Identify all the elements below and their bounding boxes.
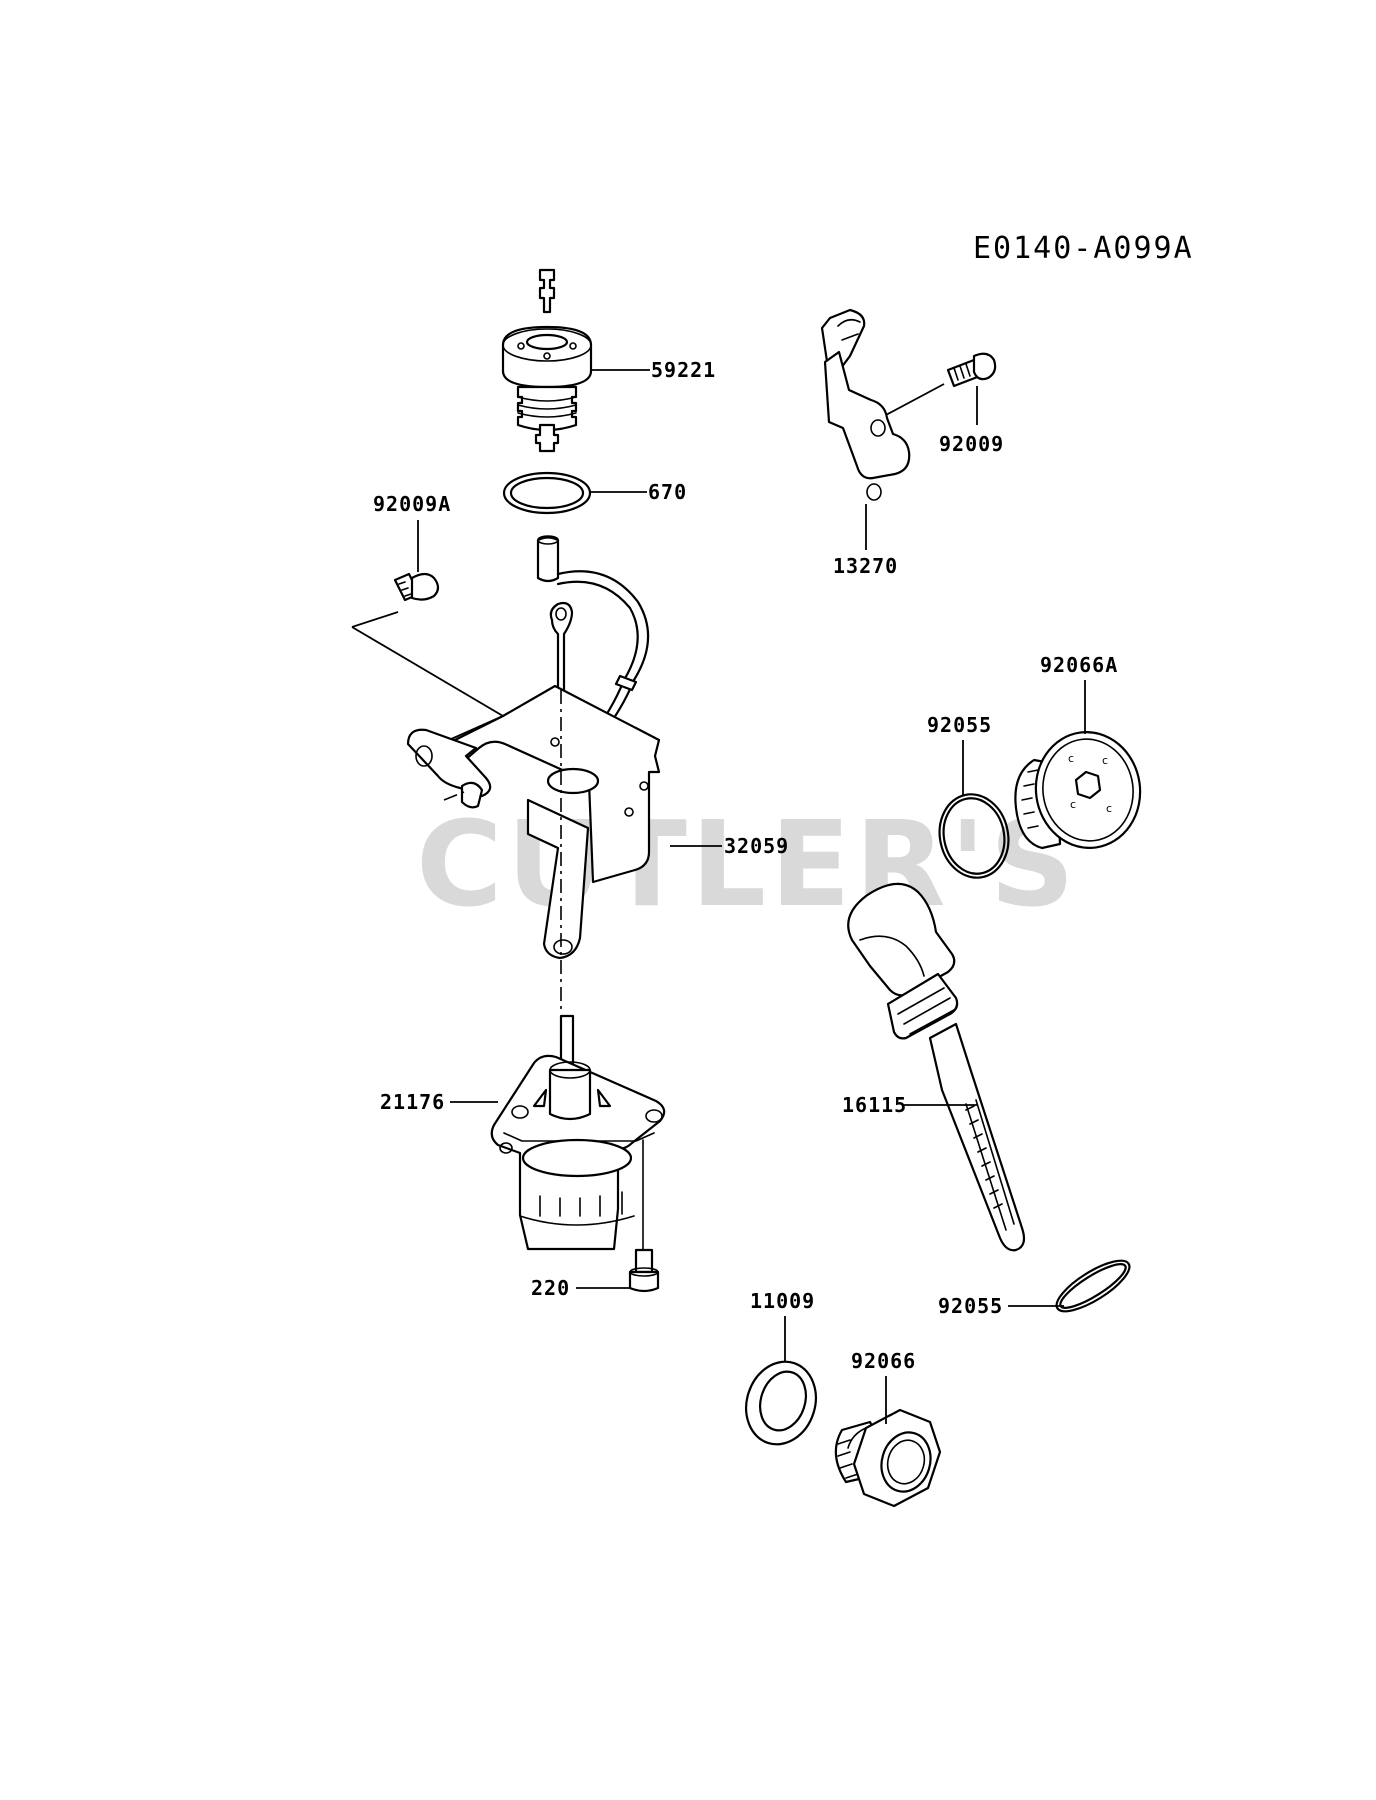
part-670-o-ring [502, 471, 592, 515]
part-220-screw [628, 1139, 660, 1293]
part-92055-o-ring-bottom [1055, 1259, 1131, 1313]
watermark: CUTLER'S [416, 795, 1079, 933]
part-92066A-plug: c c c c [1014, 731, 1142, 850]
part-32059-bracket [406, 684, 661, 960]
part-92009A-bolt [393, 572, 440, 602]
diagram-code: E0140-A099A [973, 231, 1194, 266]
part-label-16115: 16115 [842, 1093, 907, 1117]
part-label-59221: 59221 [651, 358, 716, 382]
leader-92009-ref [883, 383, 945, 417]
part-label-92009: 92009 [939, 432, 1004, 456]
part-92009-screw [946, 352, 997, 388]
part-label-220: 220 [531, 1276, 570, 1300]
part-label-92066A: 92066A [1040, 653, 1118, 677]
part-label-92009A: 92009A [373, 492, 451, 516]
part-13270-plate [820, 308, 911, 501]
part-label-92055-bottom: 92055 [938, 1294, 1003, 1318]
part-11009-washer [745, 1360, 817, 1446]
part-92055-o-ring-top [938, 793, 1010, 879]
part-label-11009: 11009 [750, 1289, 815, 1313]
svg-text:c: c [1068, 752, 1074, 765]
link-ring [549, 601, 574, 694]
part-92066-drain-plug [834, 1408, 942, 1508]
leader-92009A-ref [351, 611, 505, 745]
part-21176-sensor [490, 1014, 666, 1251]
svg-text:c: c [1102, 754, 1108, 767]
part-59221-fitting [501, 268, 593, 453]
part-16115-dipstick [847, 882, 1026, 1252]
part-label-92055-top: 92055 [927, 713, 992, 737]
svg-text:c: c [1106, 802, 1112, 815]
part-label-13270: 13270 [833, 554, 898, 578]
part-label-21176: 21176 [380, 1090, 445, 1114]
part-label-92066: 92066 [851, 1349, 916, 1373]
bolt-axis [443, 791, 465, 801]
svg-text:c: c [1070, 798, 1076, 811]
part-label-670: 670 [648, 480, 687, 504]
part-label-32059: 32059 [724, 834, 789, 858]
